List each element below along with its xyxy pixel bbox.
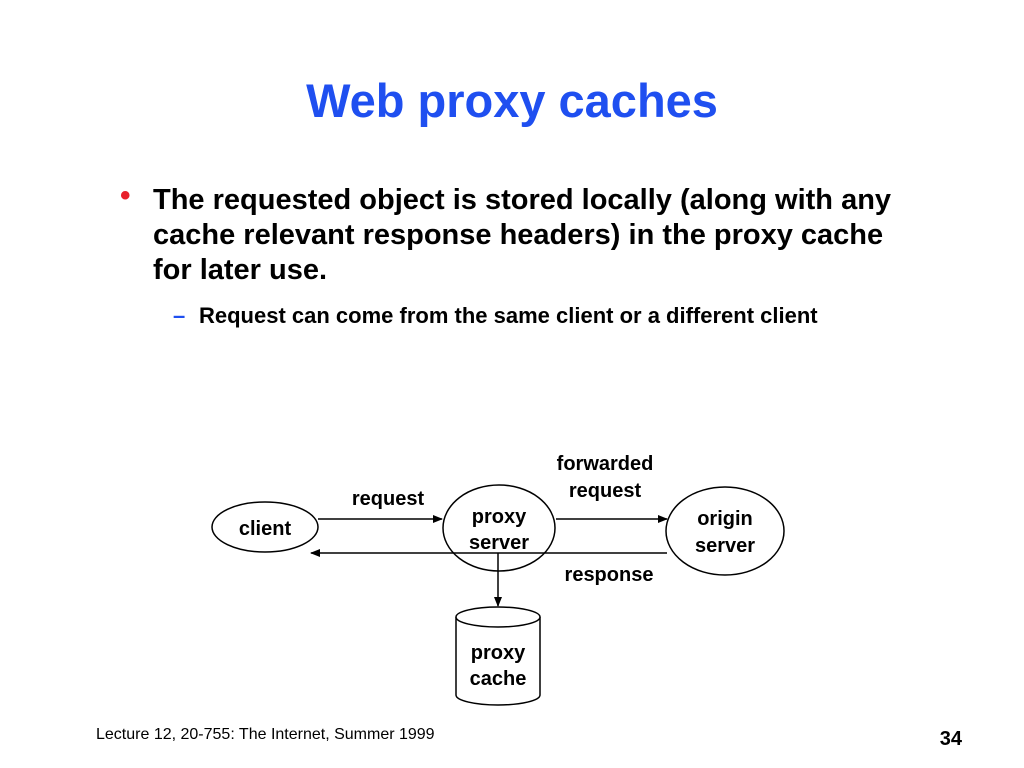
proxy-cache-label-line2: cache — [470, 668, 527, 690]
proxy-server-label-line1: proxy — [472, 506, 527, 528]
client-ellipse — [211, 501, 319, 553]
proxy-server-label-line2: server — [469, 532, 529, 554]
page-number: 34 — [939, 728, 962, 750]
proxy-server-node: proxy server — [442, 484, 556, 572]
client-node: client — [211, 501, 319, 553]
sub-bullet-text: Request can come from the same client or… — [199, 303, 818, 328]
origin-server-label-line2: server — [695, 535, 755, 557]
proxy-cache-node: proxy cache — [455, 606, 541, 706]
bullet-text: The requested object is stored locally (… — [153, 184, 892, 286]
proxy-server-ellipse — [442, 484, 556, 572]
client-label: client — [239, 518, 292, 540]
proxy-cache-cylinder-body — [455, 617, 541, 706]
proxy-cache-cylinder-top — [455, 606, 541, 628]
request-label: request — [352, 488, 425, 510]
origin-server-label-line1: origin — [697, 508, 753, 530]
bullet-marker: • — [120, 179, 131, 212]
response-label: response — [565, 564, 654, 586]
forwarded-request-label-line2: request — [569, 480, 642, 502]
proxy-cache-label-line1: proxy — [471, 642, 526, 664]
origin-server-node: origin server — [665, 486, 785, 576]
sub-bullet-marker: – — [173, 303, 186, 328]
origin-server-ellipse — [665, 486, 785, 576]
forwarded-request-label-line1: forwarded — [557, 453, 654, 475]
page-title: Web proxy caches — [306, 74, 718, 127]
footer-course-info: Lecture 12, 20-755: The Internet, Summer… — [96, 726, 435, 743]
